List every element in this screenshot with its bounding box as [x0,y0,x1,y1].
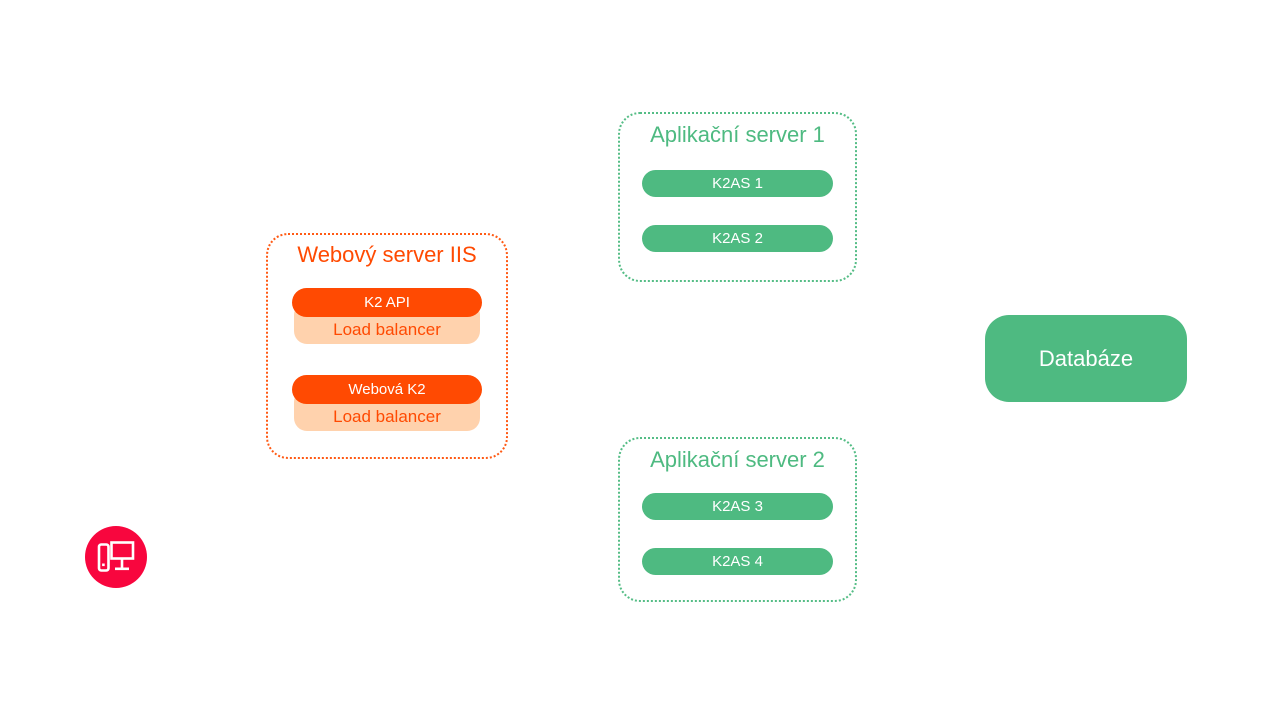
k2as-1-node: K2AS 1 [642,170,833,197]
app-server-2-title: Aplikační server 2 [650,447,825,472]
database-node: Databáze [985,315,1187,402]
app-server-2-group: Aplikační server 2 K2AS 3 K2AS 4 [618,437,857,602]
k2as-3-node: K2AS 3 [642,493,833,520]
k2as-4-node: K2AS 4 [642,548,833,575]
k2-api-service-group: K2 API Load balancer [292,288,482,344]
k2as-2-node: K2AS 2 [642,225,833,252]
webova-k2-node: Webová K2 [292,375,482,404]
webova-k2-service-group: Webová K2 Load balancer [292,375,482,431]
desktop-computer-icon [97,541,135,572]
client-workstation-badge [85,526,147,588]
web-server-iis-group: Webový server IIS K2 API Load balancer W… [266,233,508,459]
app-server-1-group: Aplikační server 1 K2AS 1 K2AS 2 [618,112,857,282]
app-server-1-title: Aplikační server 1 [650,122,825,147]
k2-api-node: K2 API [292,288,482,317]
web-server-iis-title: Webový server IIS [297,242,477,267]
